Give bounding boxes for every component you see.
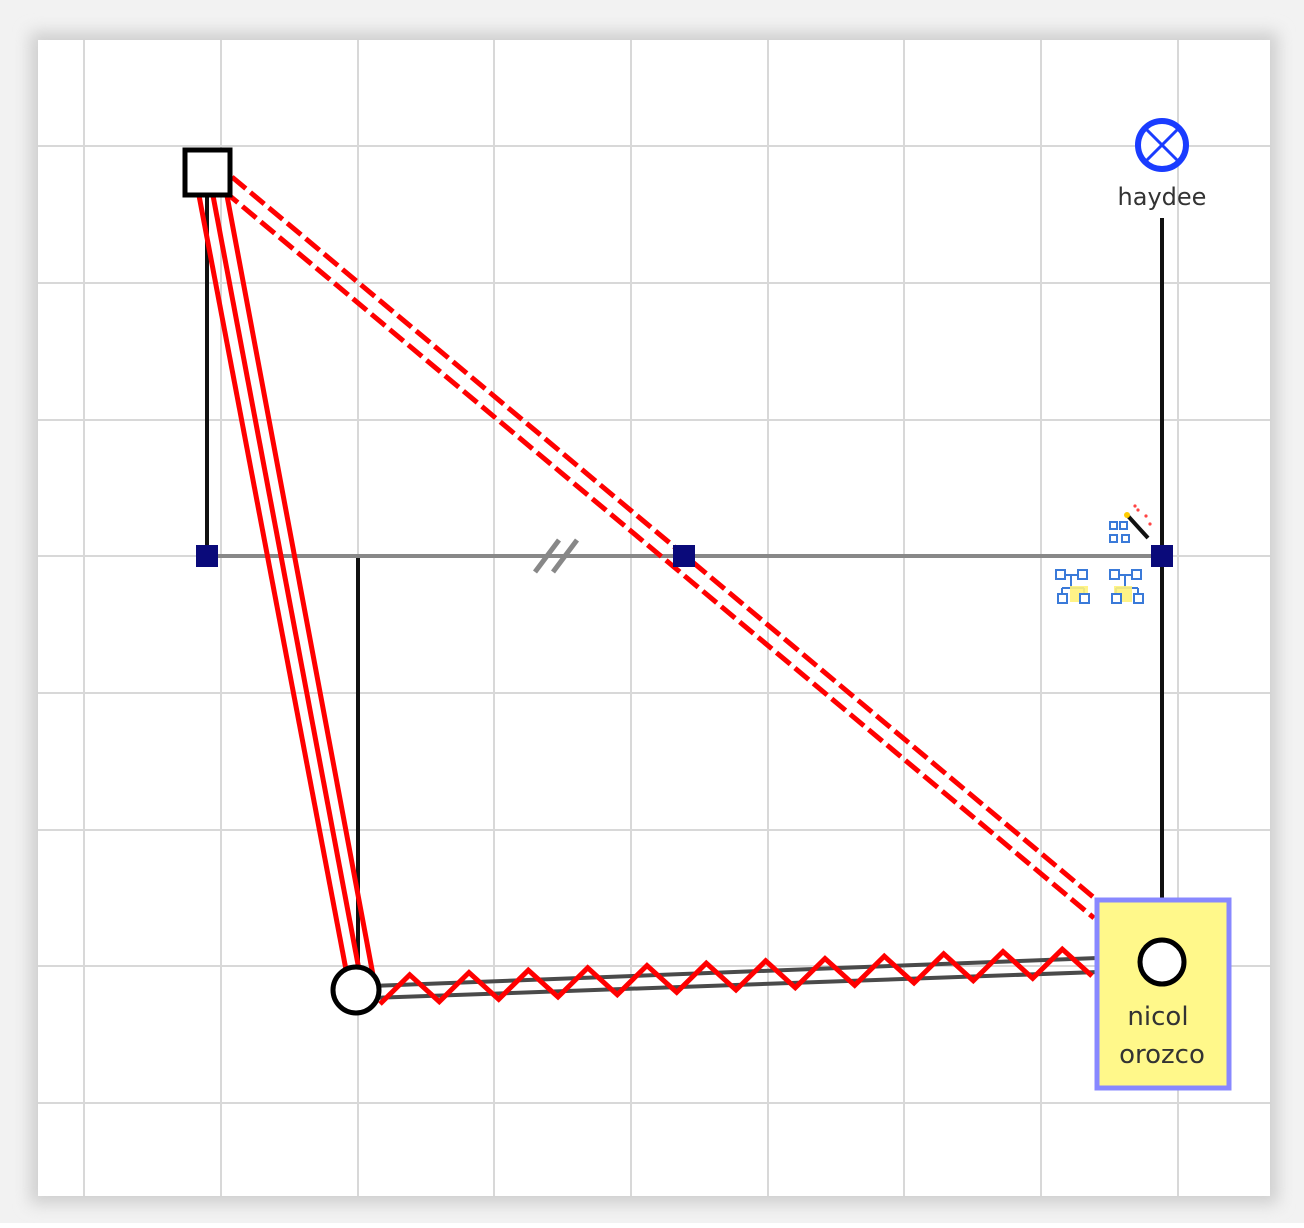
nicol-label-line1: nicol [1127, 1002, 1188, 1032]
family-tree-icon[interactable] [1109, 569, 1144, 604]
nicol-label-line2: orozco [1119, 1040, 1205, 1070]
haydee-person[interactable]: haydee [1118, 118, 1207, 211]
female-person-circle[interactable] [330, 964, 382, 1016]
divorce-marker [533, 538, 579, 574]
close-relationship-line[interactable] [194, 184, 376, 976]
marriage-node-right[interactable] [1151, 545, 1173, 567]
grid [38, 40, 1270, 1196]
conflict-relationship-line[interactable] [378, 945, 1094, 1006]
canvas-background [38, 40, 1270, 1196]
female-person-circle-nicol [1137, 937, 1187, 987]
family-tree-icon[interactable] [1055, 569, 1090, 604]
marriage-node-middle[interactable] [673, 545, 695, 567]
marriage-node-left[interactable] [196, 545, 218, 567]
magic-wand-icon[interactable] [1109, 504, 1152, 543]
haydee-label: haydee [1118, 183, 1207, 211]
distant-relationship-line[interactable] [222, 175, 1106, 920]
male-person-square[interactable] [182, 147, 233, 198]
selection-box [1094, 897, 1232, 1091]
nicol-person[interactable]: nicol orozco [1094, 897, 1232, 1091]
